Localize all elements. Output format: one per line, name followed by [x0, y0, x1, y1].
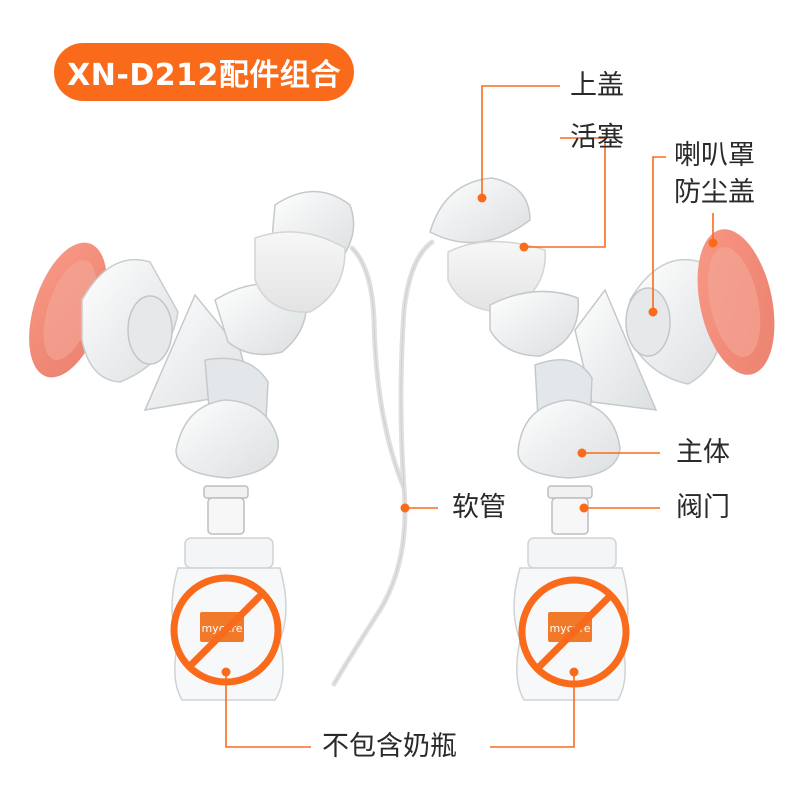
title-badge: XN-D212配件组合 — [54, 43, 354, 101]
left-main-body — [143, 282, 308, 479]
label-horn-cover-line2: 防尘盖 — [674, 177, 755, 208]
right-horn-cover — [697, 229, 775, 375]
label-top-cover: 上盖 — [570, 70, 624, 101]
soft-tube — [331, 239, 435, 687]
label-no-bottle: 不包含奶瓶 — [322, 731, 457, 762]
page-title: XN-D212配件组合 — [67, 58, 341, 93]
label-valve: 阀门 — [676, 492, 730, 523]
left-horn-shield — [81, 258, 179, 383]
left-bottle: mycare — [171, 537, 287, 701]
right-main-body — [489, 288, 658, 479]
label-piston: 活塞 — [570, 122, 624, 153]
leader-dots — [221, 193, 718, 677]
right-top-cover — [429, 177, 531, 244]
soft-tube-outline — [333, 241, 433, 685]
right-bottle: mycare — [513, 537, 629, 701]
label-horn-cover-line1: 喇叭罩 — [674, 140, 755, 171]
right-valve — [547, 485, 593, 535]
label-main-body: 主体 — [676, 437, 730, 468]
leader-lines — [225, 85, 714, 748]
label-soft-tube: 软管 — [452, 492, 506, 523]
left-piston — [254, 231, 346, 313]
left-valve — [203, 485, 249, 535]
